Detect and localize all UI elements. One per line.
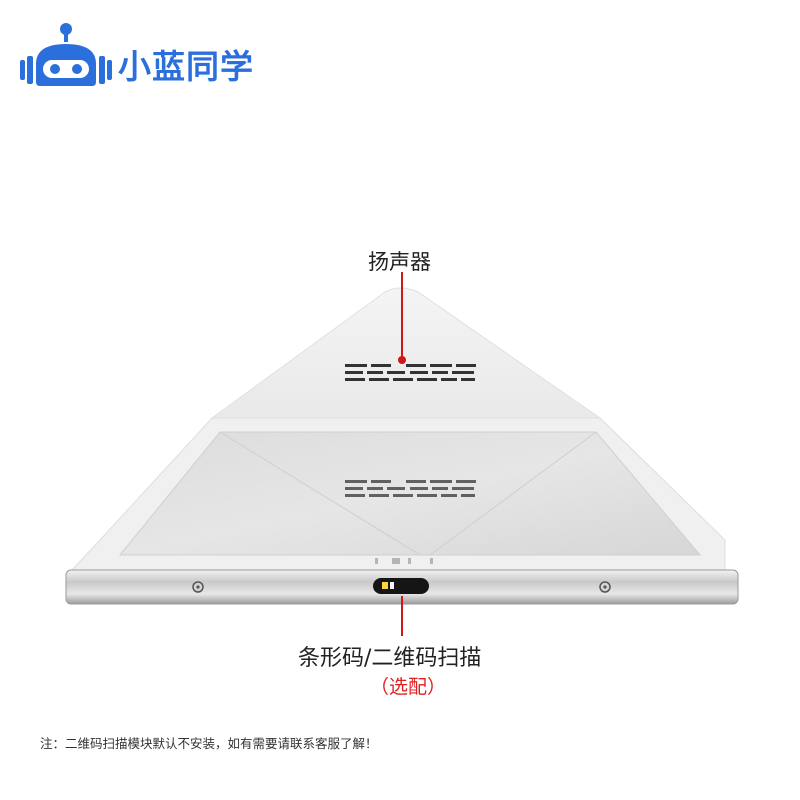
optional-label: （选配）	[370, 676, 447, 698]
bezel-buttons	[375, 558, 433, 564]
scanner-module	[373, 578, 429, 594]
screw-icon	[192, 581, 204, 593]
footnote: 注：二维码扫描模块默认不安装，如有需要请联系客服了解！	[40, 736, 378, 751]
brand-logo: 小蓝同学	[18, 20, 288, 92]
speaker-label: 扬声器	[368, 250, 431, 274]
speaker-cover	[210, 287, 602, 419]
robot-head-icon	[20, 23, 112, 86]
scanner-label: 条形码/二维码扫描	[298, 646, 482, 671]
speaker-leader-dot	[398, 356, 406, 364]
brand-name: 小蓝同学	[118, 47, 254, 86]
speaker-grille-reflection	[345, 480, 476, 497]
speaker-grille-upper	[345, 364, 476, 381]
screw-icon	[599, 581, 611, 593]
